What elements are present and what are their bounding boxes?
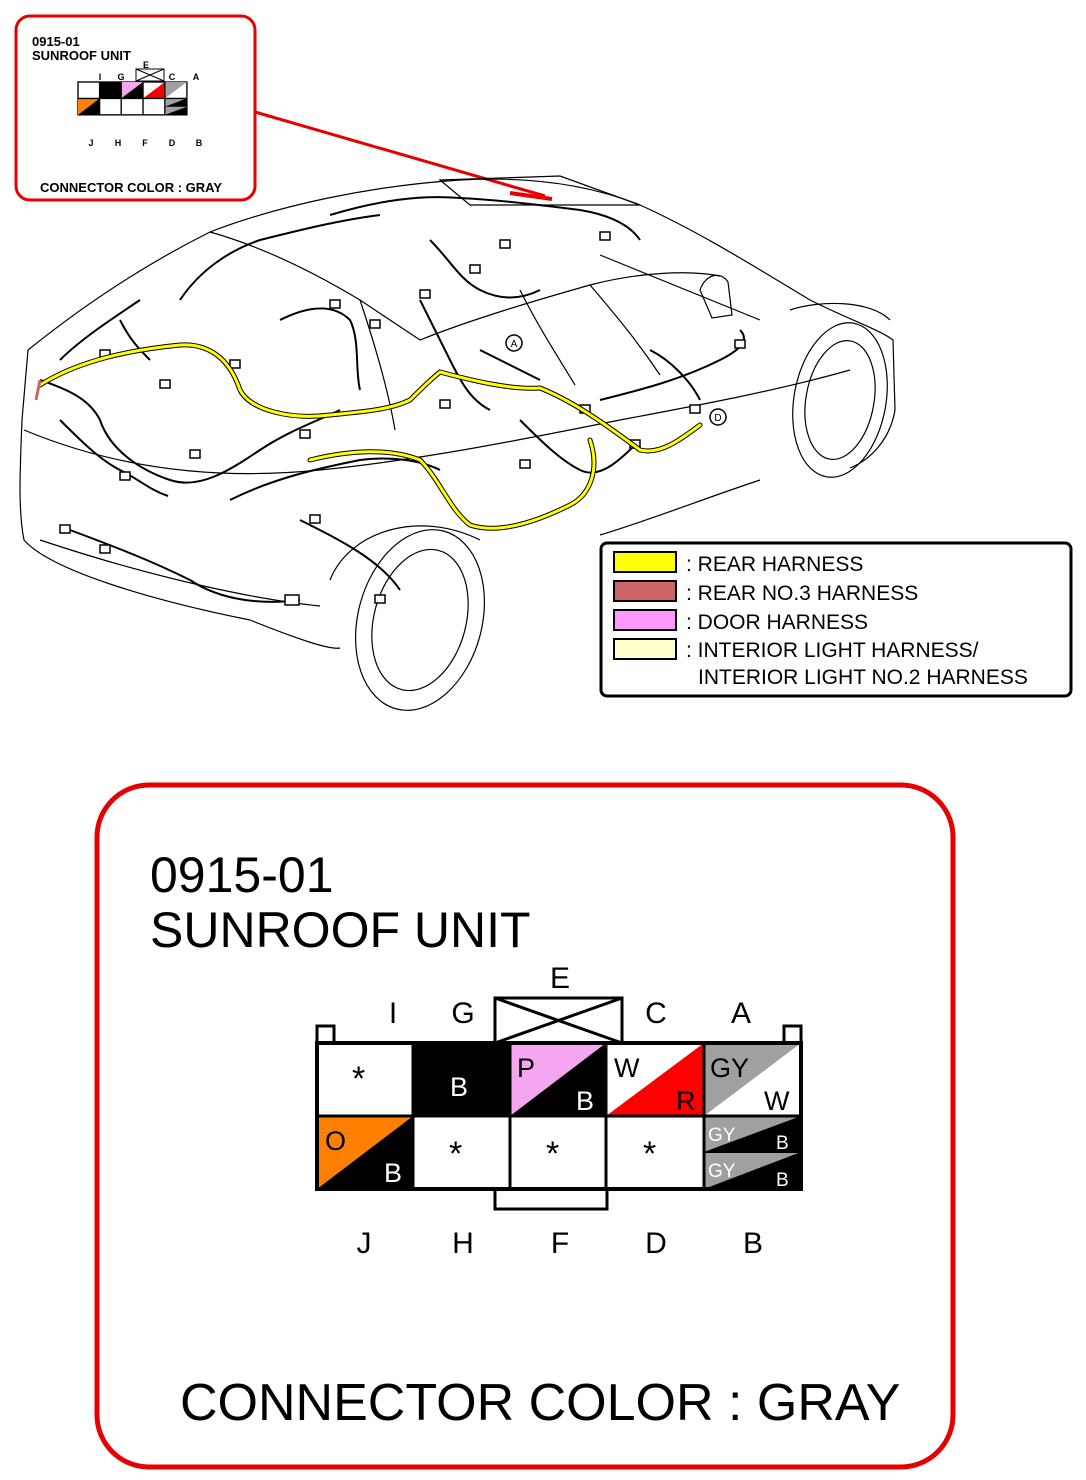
pin-a-cell — [704, 1043, 801, 1116]
pin-e-no-pin-box — [493, 996, 624, 1045]
pin-letter-c: C — [645, 997, 667, 1030]
svg-text:D: D — [169, 138, 176, 148]
pin-j-cell — [317, 1116, 413, 1189]
pin-letter-a: A — [731, 997, 751, 1030]
pin-letter-e: E — [550, 962, 570, 995]
pin-letter-g: G — [451, 997, 474, 1030]
legend-swatch-interior-light — [613, 638, 677, 660]
svg-text:J: J — [88, 138, 93, 148]
connector-name: SUNROOF UNIT — [150, 902, 531, 958]
rear-no3-harness-line — [34, 379, 42, 401]
marker-d: D — [709, 408, 727, 426]
connector-top-letters: I G E C A — [389, 962, 751, 1030]
legend-swatch-rear — [613, 551, 677, 573]
svg-text:I: I — [99, 72, 102, 82]
car-harness-illustration: 0915-01 SUNROOF UNIT I G E C A J H F D B CONNE… — [14, 14, 1073, 711]
legend-label-rear-no3: : REAR NO.3 HARNESS — [686, 582, 918, 605]
legend-label-interior-light-2: INTERIOR LIGHT NO.2 HARNESS — [698, 666, 1028, 689]
legend-label-interior-light: : INTERIOR LIGHT HARNESS/ — [686, 639, 979, 662]
connector-lock-tab — [493, 1187, 609, 1211]
legend-label-rear: : REAR HARNESS — [686, 553, 863, 576]
harness-connectors — [59, 231, 746, 606]
callout-leader-line — [254, 110, 546, 198]
large-connector-callout: 0915-01 SUNROOF UNIT I G E C A — [94, 782, 956, 1470]
svg-text:E: E — [143, 60, 149, 70]
connector-wire-labels: * B P B W R GY W O B * * * GY B GY B — [325, 1053, 790, 1191]
pin-letter-i: I — [389, 997, 397, 1030]
rear-harness-line — [37, 342, 703, 531]
black-wire-harness — [39, 196, 745, 603]
pin-letter-h: H — [452, 1227, 474, 1260]
connector-code: 0915-01 — [150, 847, 334, 903]
pin-g-label: B — [450, 1072, 468, 1102]
small-connector-code: 0915-01 — [32, 34, 80, 49]
pin-j-primary: O — [325, 1126, 346, 1156]
pin-h-label: * — [449, 1135, 462, 1173]
pin-pb-cell — [510, 1043, 606, 1116]
small-connector-letters: I G E C A J H F D B — [88, 60, 202, 148]
connector-color-note: CONNECTOR COLOR : GRAY — [180, 1374, 900, 1432]
car-body-outline — [19, 175, 896, 711]
pin-pb-secondary: B — [576, 1086, 594, 1116]
small-connector-callout: 0915-01 SUNROOF UNIT I G E C A J H F D B CONNE… — [14, 14, 257, 202]
connector-bottom-letters: J H F D B — [357, 1227, 764, 1260]
marker-a: A — [505, 334, 523, 352]
svg-text:F: F — [142, 138, 148, 148]
svg-text:B: B — [196, 138, 203, 148]
pin-d-label: * — [643, 1135, 656, 1173]
pin-b-upper-secondary: B — [776, 1133, 789, 1154]
pin-b-upper-primary: GY — [708, 1125, 736, 1146]
pin-b-cell — [704, 1116, 801, 1189]
pin-wr-secondary: R — [676, 1086, 696, 1116]
pin-letter-f: F — [551, 1227, 569, 1260]
pin-j-secondary: B — [384, 1158, 402, 1188]
pin-wr-primary: W — [614, 1053, 640, 1083]
pin-b-lower-primary: GY — [708, 1161, 736, 1182]
small-connector-name: SUNROOF UNIT — [32, 48, 131, 63]
pin-i-label: * — [352, 1060, 365, 1098]
connector-face — [315, 996, 803, 1211]
svg-text:A: A — [511, 339, 518, 350]
svg-text:A: A — [193, 72, 200, 82]
harness-legend: : REAR HARNESS : REAR NO.3 HARNESS : DOO… — [599, 541, 1073, 698]
small-connector-face — [77, 81, 188, 116]
pin-wr-cell — [606, 1043, 704, 1116]
pin-letter-d: D — [645, 1227, 667, 1260]
pin-letter-j: J — [357, 1227, 372, 1260]
svg-text:H: H — [115, 138, 122, 148]
pin-g-cell — [413, 1043, 510, 1116]
pin-letter-b: B — [743, 1227, 763, 1260]
svg-text:D: D — [714, 413, 721, 424]
pin-f-label: * — [546, 1135, 559, 1173]
svg-text:C: C — [169, 72, 176, 82]
legend-swatch-rear-no3 — [613, 580, 677, 602]
pin-a-secondary: W — [764, 1086, 790, 1116]
legend-swatch-door — [613, 609, 677, 631]
sunroof-connector-location — [509, 191, 553, 201]
pin-b-lower-secondary: B — [776, 1170, 789, 1191]
pin-pb-primary: P — [517, 1053, 535, 1083]
small-connector-color-note: CONNECTOR COLOR : GRAY — [40, 180, 222, 195]
legend-label-door: : DOOR HARNESS — [686, 611, 868, 634]
pin-a-primary: GY — [710, 1053, 749, 1083]
svg-text:G: G — [117, 72, 124, 82]
